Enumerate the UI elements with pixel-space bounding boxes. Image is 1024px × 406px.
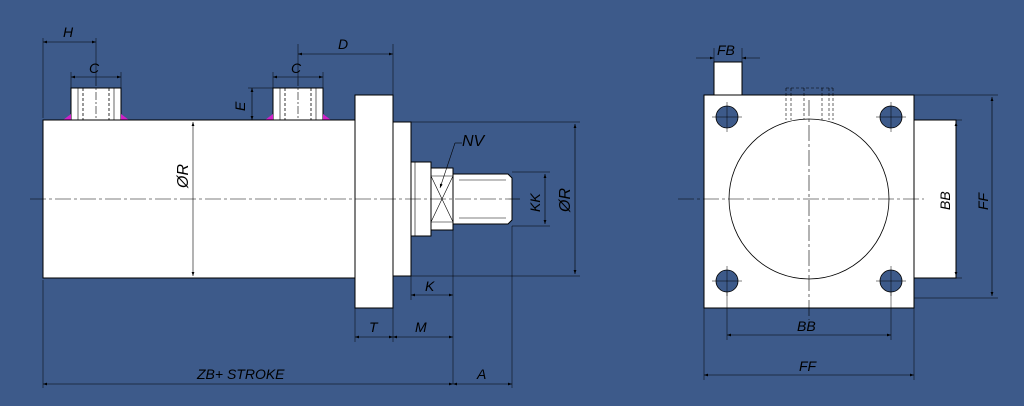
dim-KK-label: KK	[527, 193, 543, 212]
dim-T-label: T	[369, 319, 379, 335]
port-left	[63, 78, 129, 126]
dim-R-rod-label: ØR	[557, 188, 574, 213]
dim-C-right-label: C	[291, 60, 302, 76]
port-right	[265, 78, 331, 126]
dim-R-body-label: ØR	[175, 164, 192, 189]
dim-D-label: D	[338, 36, 348, 52]
dim-C-left-label: C	[89, 60, 100, 76]
port-tab	[713, 61, 743, 97]
dim-ZB-stroke-label: ZB+ STROKE	[196, 366, 285, 382]
dim-FF-vertical-label: FF	[975, 191, 991, 210]
end-view: FB BB FF BB FF	[678, 42, 998, 380]
dim-K-label: K	[425, 278, 435, 294]
front-flange	[354, 94, 394, 309]
dim-FF-horizontal-label: FF	[799, 358, 818, 374]
dim-M-label: M	[415, 319, 427, 335]
dim-E-label: E	[232, 101, 248, 111]
dim-NV-label: NV	[462, 133, 486, 150]
dim-BB-vertical-label: BB	[937, 191, 953, 210]
dim-A-label: A	[476, 366, 486, 382]
side-view: H C C D E ØR NV KK Ø	[30, 24, 580, 388]
dim-H-label: H	[63, 24, 74, 40]
dim-BB-horizontal-label: BB	[797, 318, 816, 334]
dim-FB-label: FB	[717, 42, 735, 58]
